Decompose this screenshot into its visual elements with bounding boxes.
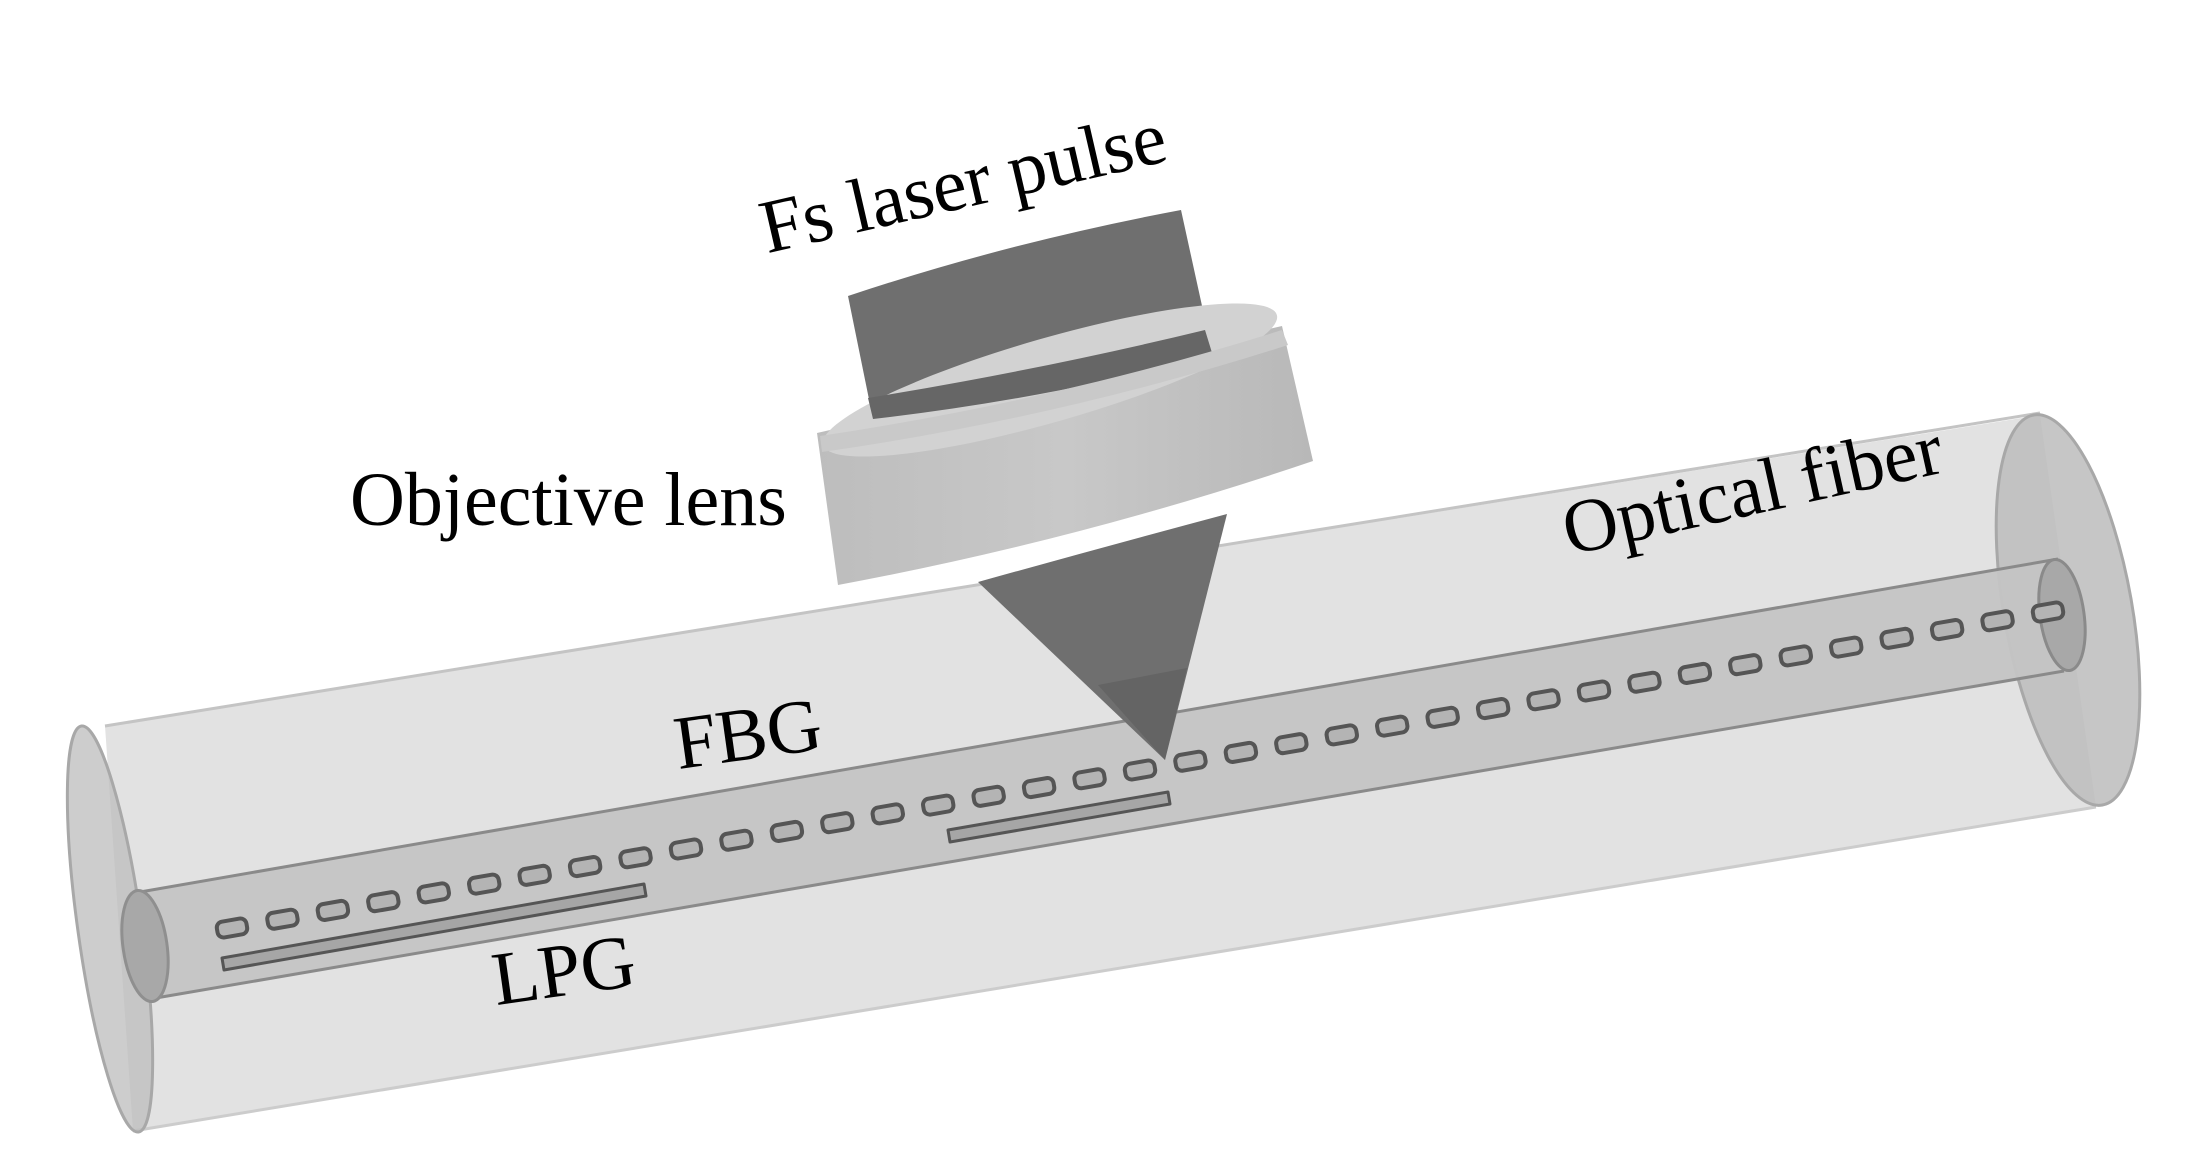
laser-cone-in-fiber	[1098, 668, 1187, 760]
fbg-mark	[1072, 767, 1107, 791]
fbg-mark	[517, 863, 552, 887]
fbg-mark	[1829, 635, 1864, 659]
objective-lens	[817, 303, 1313, 585]
laser-beam-lower-rim	[868, 330, 1213, 419]
fbg-mark	[1173, 749, 1208, 773]
lpg-bar	[220, 882, 648, 972]
fbg-mark	[1929, 618, 1965, 642]
fiber-core-bottom-edge	[149, 669, 2065, 1001]
fbg-mark	[214, 916, 250, 940]
label-objective-lens: Objective lens	[350, 458, 787, 542]
fbg-mark	[1375, 714, 1410, 738]
fbg-mark	[1677, 661, 1713, 685]
fbg-mark	[467, 872, 502, 896]
fbg-mark	[2030, 600, 2066, 624]
fbg-mark	[719, 828, 754, 852]
fbg-mark	[668, 837, 704, 861]
fbg-mark	[567, 855, 603, 879]
fiber-cladding-bottom-edge	[132, 805, 2097, 1133]
fbg-mark	[366, 890, 401, 914]
fbg-mark	[921, 793, 956, 817]
fbg-mark	[1526, 688, 1561, 712]
fbg-mark	[315, 898, 351, 922]
lpg-bar	[946, 790, 1172, 844]
lpg-bars-group	[220, 790, 1172, 972]
fiber-core-top-edge	[139, 557, 2059, 894]
fbg-mark	[1980, 609, 2015, 633]
objective-lens-top-front	[820, 330, 1288, 452]
fbg-mark	[1425, 705, 1460, 729]
fbg-mark	[1728, 653, 1763, 677]
fbg-mark	[1627, 670, 1662, 694]
fbg-mark	[1475, 697, 1511, 721]
fbg-mark	[820, 811, 855, 835]
objective-lens-side	[817, 326, 1313, 585]
fbg-mark	[870, 802, 905, 826]
label-lpg: LPG	[486, 918, 641, 1022]
fbg-mark	[1122, 758, 1158, 782]
fbg-mark	[618, 846, 653, 870]
fbg-mark	[1324, 723, 1359, 747]
fbg-mark	[1274, 732, 1309, 756]
fiber-core-left-end	[120, 888, 170, 1004]
fbg-mark	[1576, 679, 1612, 703]
fbg-mark	[971, 784, 1006, 808]
fbg-mark	[1778, 644, 1813, 668]
fbg-mark	[1223, 740, 1259, 764]
fbg-marks-group	[214, 600, 2066, 940]
fbg-mark	[769, 819, 805, 843]
fbg-mark	[265, 907, 300, 931]
fbg-mark	[1021, 776, 1057, 800]
label-fbg: FBG	[668, 682, 827, 786]
fbg-mark	[1879, 626, 1914, 650]
fbg-mark	[416, 881, 451, 905]
